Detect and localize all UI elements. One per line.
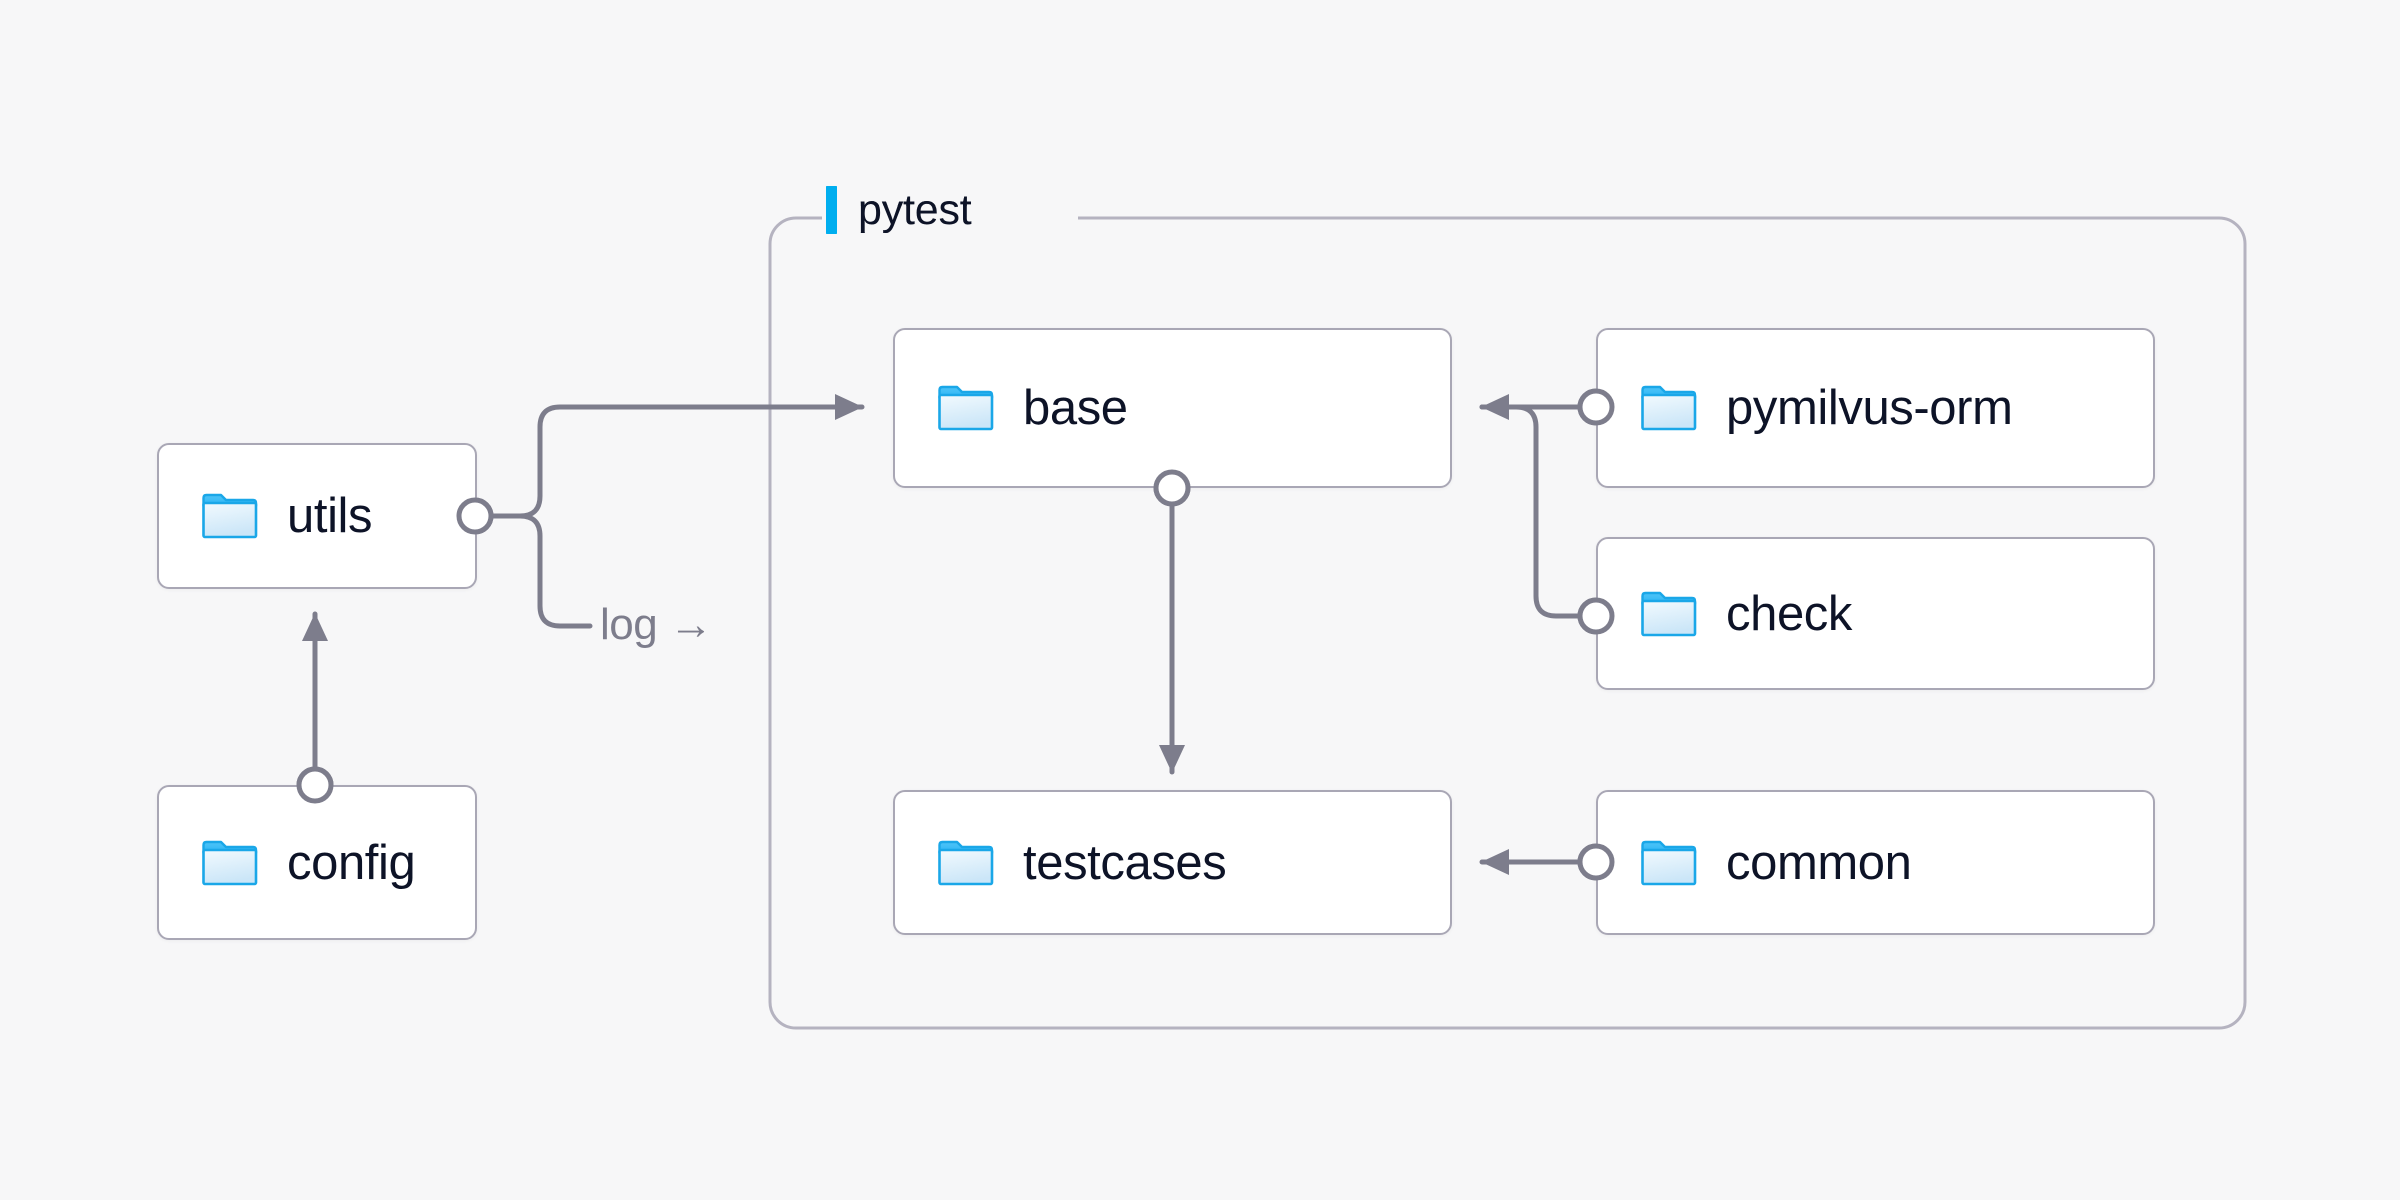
folder-icon [201, 492, 259, 540]
node-check[interactable]: check [1596, 537, 2155, 690]
folder-icon [937, 384, 995, 432]
folder-icon [1640, 839, 1698, 887]
node-label-testcases: testcases [1023, 835, 1227, 890]
node-base[interactable]: base [893, 328, 1452, 488]
folder-icon [937, 839, 995, 887]
folder-icon [201, 839, 259, 887]
node-common[interactable]: common [1596, 790, 2155, 935]
edge-utils-log [487, 513, 593, 629]
node-label-common: common [1726, 835, 1912, 890]
folder-icon [1640, 590, 1698, 638]
node-testcases[interactable]: testcases [893, 790, 1452, 935]
edge-label-log: log → [600, 600, 713, 649]
node-pymilvus-orm[interactable]: pymilvus-orm [1596, 328, 2155, 488]
node-label-check: check [1726, 586, 1853, 641]
pytest-group-label-top: pytest [826, 182, 972, 238]
edge-utils-base [487, 394, 865, 519]
folder-icon [1640, 384, 1698, 432]
edge-check-base [1479, 404, 1583, 619]
node-label-utils: utils [287, 489, 373, 543]
node-label-base: base [1023, 381, 1128, 435]
group-accent-bar-top [826, 186, 837, 234]
group-label-mask [822, 206, 1078, 232]
group-title-text-top: pytest [858, 185, 972, 234]
node-label-pymilvus-orm: pymilvus-orm [1726, 381, 2013, 435]
node-utils[interactable]: utils [157, 443, 477, 589]
node-config[interactable]: config [157, 785, 477, 940]
node-label-config: config [287, 835, 416, 890]
